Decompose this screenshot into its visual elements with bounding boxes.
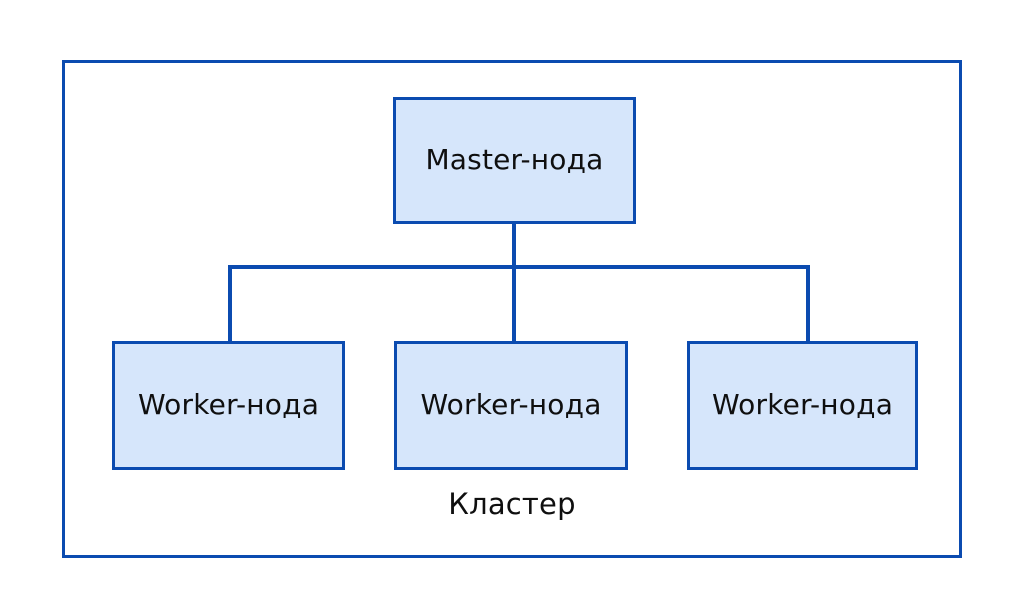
node-worker-3-label: Worker-нода bbox=[711, 388, 894, 422]
node-worker-1[interactable]: Worker-нода bbox=[112, 341, 345, 470]
node-worker-3[interactable]: Worker-нода bbox=[687, 341, 918, 470]
connector-drop-worker-3 bbox=[806, 265, 810, 343]
node-worker-2-label: Worker-нода bbox=[420, 388, 602, 422]
node-master-label: Master-нода bbox=[425, 143, 604, 177]
cluster-caption: Кластер bbox=[448, 487, 576, 521]
connector-horizontal-bus bbox=[228, 265, 810, 269]
node-worker-1-label: Worker-нода bbox=[137, 388, 320, 422]
connector-master-stem bbox=[512, 224, 516, 341]
node-master[interactable]: Master-нода bbox=[393, 97, 636, 224]
cluster-container bbox=[62, 60, 962, 558]
connector-drop-worker-1 bbox=[228, 265, 232, 343]
node-worker-2[interactable]: Worker-нода bbox=[394, 341, 628, 470]
